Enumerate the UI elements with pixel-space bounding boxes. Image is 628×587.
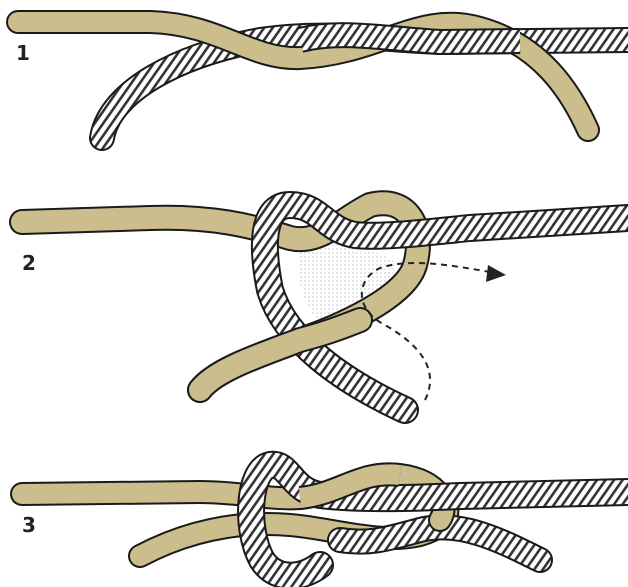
step-3-white-rope-lower bbox=[340, 527, 540, 560]
step-1-white-rope-over bbox=[300, 35, 520, 42]
step-1-number: 1 bbox=[16, 41, 30, 65]
step-2-illustration: 2 bbox=[22, 203, 628, 410]
step-3-number: 3 bbox=[22, 513, 36, 537]
step-2-arrow-head bbox=[486, 265, 506, 282]
step-2-number: 2 bbox=[22, 251, 36, 275]
step-3-illustration: 3 bbox=[22, 465, 628, 576]
step-1-illustration: 1 bbox=[16, 22, 628, 138]
